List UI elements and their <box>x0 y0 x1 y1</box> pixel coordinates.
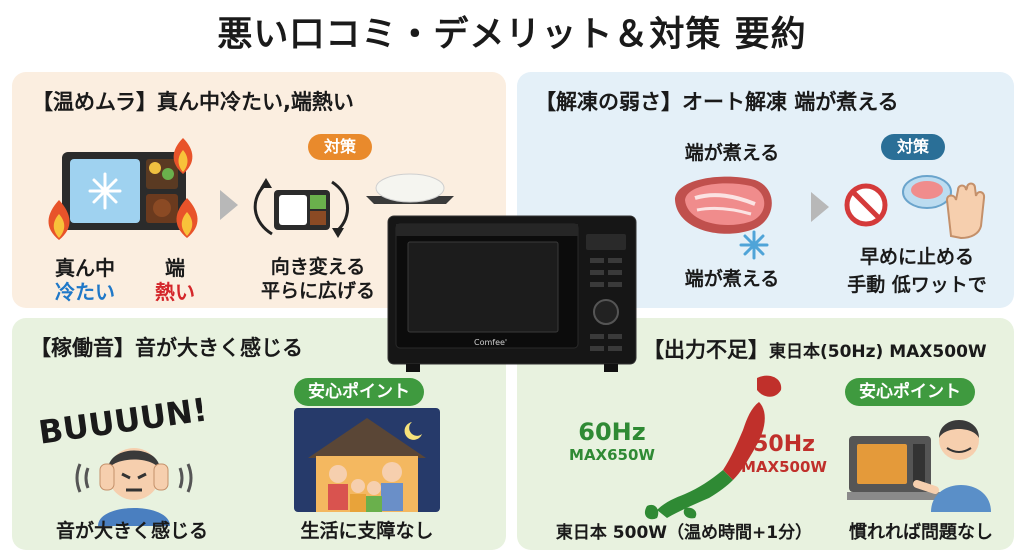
power-heading: 【出力不足】東日本(50Hz) MAX500W <box>643 334 987 364</box>
meat-icon <box>675 176 772 234</box>
power-heading-sub: 東日本(50Hz) MAX500W <box>769 342 987 362</box>
family-home-icon <box>294 408 440 512</box>
bento-tray-icon <box>62 152 186 230</box>
power-panel: 【出力不足】東日本(50Hz) MAX500W 60Hz MAX650W 50H… <box>517 318 1014 550</box>
flame-icon <box>176 198 198 238</box>
page-title: 悪い口コミ・デメリット＆対策 要約 <box>217 15 807 55</box>
edge-cooked-label-top: 端が煮える <box>684 142 780 164</box>
reassurance-badge: 安心ポイント <box>845 378 975 406</box>
japan-map-icon <box>644 375 782 520</box>
heating-heading: 【温めムラ】真ん中冷たい,端熱い <box>32 90 354 114</box>
brand-logo: Comfee' <box>474 338 508 347</box>
rice-plate-icon <box>366 173 454 204</box>
no-problem-caption: 生活に支障なし <box>300 520 434 542</box>
microwave-product-image <box>387 215 637 372</box>
noise-heading: 【稼働音】音が大きく感じる <box>30 336 303 360</box>
hand-stop-icon <box>902 175 986 240</box>
flame-icon <box>48 200 70 240</box>
noise-caption: 音が大きく感じる <box>55 520 208 542</box>
edge-hot-label: 熱い <box>155 280 195 304</box>
prohibit-icon <box>844 183 888 227</box>
snowflake-icon <box>739 230 769 260</box>
tip-low-watt-label: 手動 低ワットで <box>847 274 987 296</box>
annoyed-person-icon <box>75 448 193 526</box>
defrost-panel: 【解凍の弱さ】オート解凍 端が煮える 端が煮える 端が煮える 対策 早めに止める… <box>517 72 1014 308</box>
arrow-right-icon <box>220 190 238 220</box>
power-heading-main: 【出力不足】 <box>643 338 769 362</box>
rotate-tray-icon <box>253 178 350 238</box>
center-label: 真ん中 <box>55 256 115 280</box>
east-max-label: MAX500W <box>741 458 827 476</box>
person-microwave-icon <box>847 420 991 512</box>
get-used-caption: 慣れれば問題なし <box>849 522 993 543</box>
reassurance-badge: 安心ポイント <box>294 378 424 406</box>
tip-rotate-label: 向き変える <box>270 256 366 278</box>
defrost-heading: 【解凍の弱さ】オート解凍 端が煮える <box>535 90 899 114</box>
center-cold-label: 冷たい <box>55 280 115 304</box>
flame-icon <box>173 138 193 174</box>
edge-cooked-label-bottom: 端が煮える <box>684 268 780 290</box>
tip-stop-early-label: 早めに止める <box>859 246 974 268</box>
west-hz-label: 60Hz <box>578 418 646 446</box>
edge-label: 端 <box>165 256 185 280</box>
countermeasure-badge: 対策 <box>308 134 372 160</box>
west-max-label: MAX650W <box>569 446 655 464</box>
heating-panel: 【温めムラ】真ん中冷たい,端熱い 真ん中 冷たい 端 熱い 対策 <box>12 72 506 308</box>
east-hz-label: 50Hz <box>753 432 815 457</box>
countermeasure-badge: 対策 <box>881 134 945 160</box>
east-japan-caption: 東日本 500W（温め時間+1分） <box>555 523 813 543</box>
tip-spread-label: 平らに広げる <box>260 280 375 302</box>
arrow-right-icon <box>811 192 829 222</box>
